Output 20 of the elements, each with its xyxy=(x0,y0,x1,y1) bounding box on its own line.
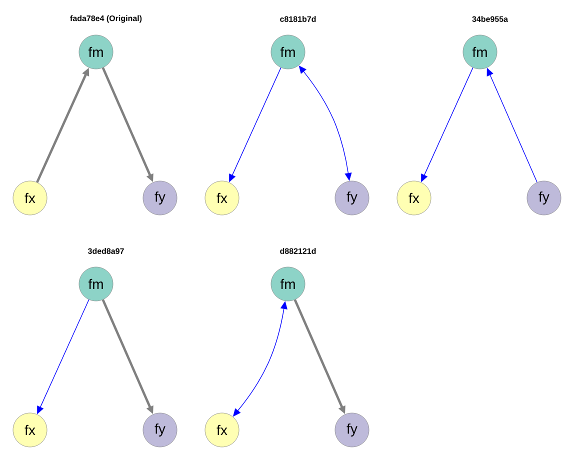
panel-title: fada78e4 (Original) xyxy=(70,15,142,23)
graph-node: fx xyxy=(12,412,48,448)
panel-title: 3ded8a97 xyxy=(88,248,124,254)
graph-node: fm xyxy=(78,266,114,302)
panel-title: d882121d xyxy=(280,248,316,254)
graph-node: fm xyxy=(462,34,498,70)
graph-node: fy xyxy=(334,412,370,448)
graph-node: fm xyxy=(270,34,306,70)
graph-node: fy xyxy=(526,180,562,216)
panel-title: 34be955a xyxy=(472,16,508,22)
panel-title: c8181b7d xyxy=(280,16,316,22)
graph-node: fm xyxy=(270,266,306,302)
graph-node: fm xyxy=(78,34,114,70)
graph-node: fy xyxy=(142,180,178,216)
graph-node: fx xyxy=(12,180,48,216)
graph-node: fx xyxy=(396,180,432,216)
graph-node: fy xyxy=(142,412,178,448)
graph-node: fy xyxy=(334,180,370,216)
graph-node: fx xyxy=(204,412,240,448)
graph-node: fx xyxy=(204,180,240,216)
